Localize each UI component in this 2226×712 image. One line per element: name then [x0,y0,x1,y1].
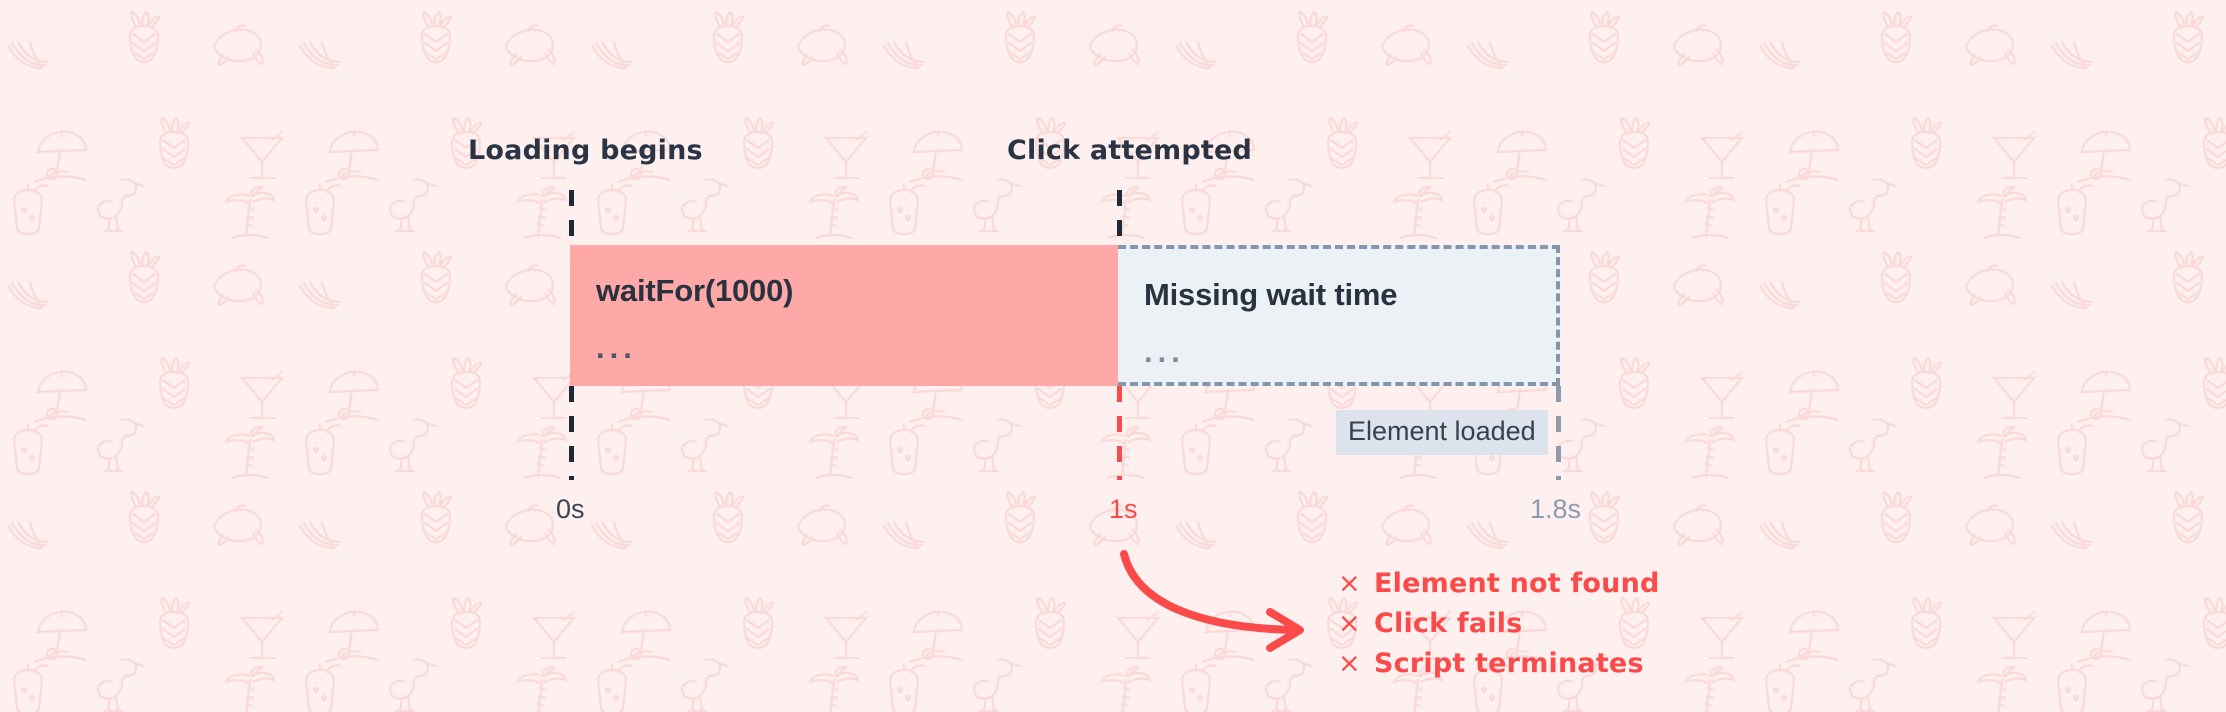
bar-wait-for: waitFor(1000) ... [570,245,1118,386]
time-tick-1s: 1s [1109,494,1138,524]
bar-missing-wait-time-title: Missing wait time [1144,277,1398,312]
curved-arrow-icon [1120,550,1304,652]
x-mark-icon: × [1338,648,1361,679]
failure-list: × Element not found × Click fails × Scri… [1338,570,1660,677]
x-mark-icon: × [1338,568,1361,599]
status-badge-element-loaded: Element loaded [1336,410,1548,456]
guide-line-loading-begins-top [569,190,574,246]
bar-missing-wait-time-dots: ... [1144,334,1185,369]
x-mark-icon: × [1338,608,1361,639]
bar-wait-for-title: waitFor(1000) [596,273,794,308]
marker-label-click-attempted: Click attempted [1007,135,1253,166]
failure-item-label: Script terminates [1374,648,1644,679]
time-tick-0s: 0s [556,494,585,524]
failure-item-label: Click fails [1374,608,1523,639]
time-tick-1-8s: 1.8s [1530,494,1582,524]
bar-missing-wait-time: Missing wait time ... [1118,245,1560,386]
guide-line-loading-begins-bottom [569,386,574,480]
guide-line-click-attempted-top [1117,190,1122,246]
list-item: × Element not found [1338,570,1660,597]
marker-label-loading-begins: Loading begins [468,135,703,166]
list-item: × Script terminates [1338,650,1660,677]
failure-item-label: Element not found [1374,568,1660,599]
guide-line-element-loaded [1556,386,1561,480]
list-item: × Click fails [1338,610,1660,637]
bar-wait-for-dots: ... [596,330,637,365]
guide-line-click-attempted-bottom [1117,386,1122,480]
